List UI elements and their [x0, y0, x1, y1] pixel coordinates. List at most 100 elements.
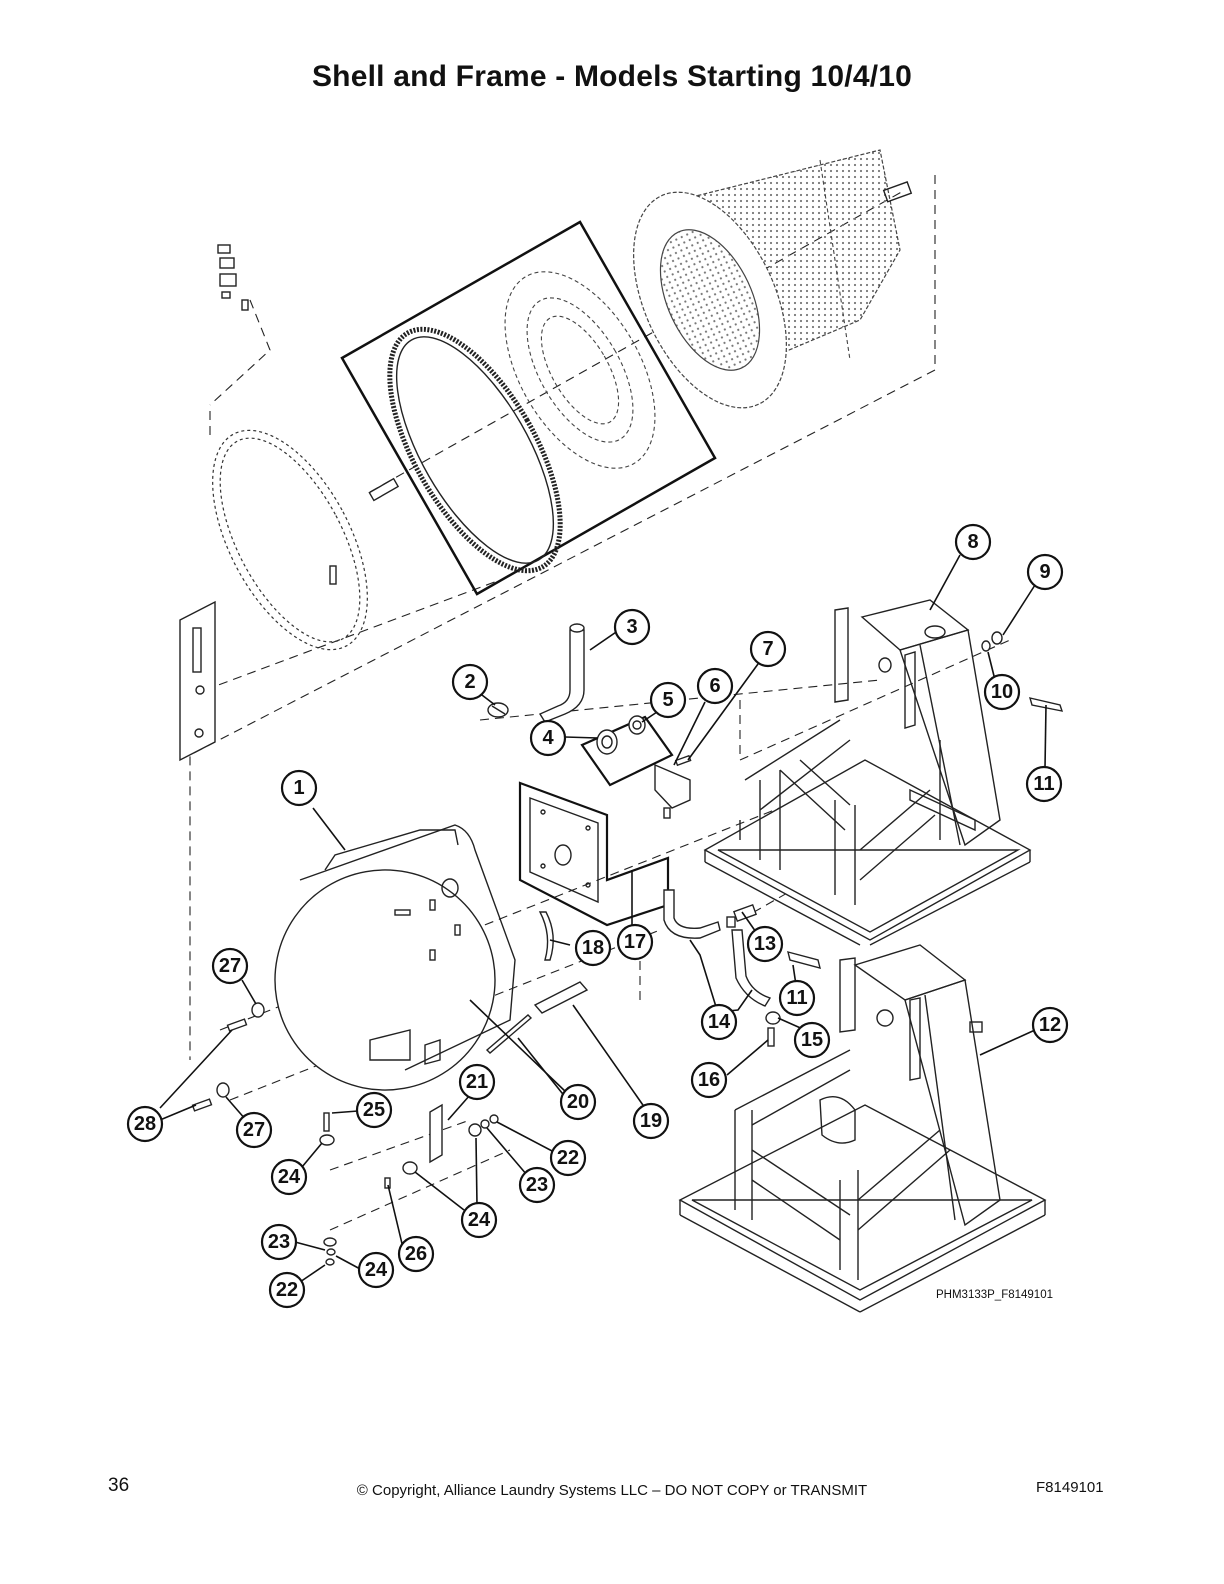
- part-3-hose: [538, 623, 585, 723]
- callout-1: 1: [280, 769, 318, 807]
- callout-27-lower: 27: [235, 1111, 273, 1149]
- callout-18: 18: [574, 929, 612, 967]
- callout-14: 14: [700, 1003, 738, 1041]
- part-14-hose-2: [731, 929, 772, 1007]
- svg-text:22: 22: [557, 1147, 579, 1169]
- callout-10: 10: [983, 673, 1021, 711]
- callout-22-right: 22: [549, 1139, 587, 1177]
- part-12-lower-frame: [678, 944, 1047, 1313]
- svg-text:11: 11: [786, 987, 807, 1009]
- assembly-axis-lines: [189, 175, 1011, 1231]
- svg-text:16: 16: [698, 1069, 720, 1091]
- callout-7: 7: [749, 630, 787, 668]
- document-code: F8149101: [1036, 1479, 1104, 1496]
- callout-26: 26: [397, 1235, 435, 1273]
- door-hinge-hardware: [217, 244, 249, 311]
- callout-8: 8: [954, 523, 992, 561]
- svg-text:7: 7: [762, 638, 773, 660]
- part-18-strip: [538, 911, 554, 961]
- part-17-bracket: [518, 781, 670, 927]
- callout-12: 12: [1031, 1006, 1069, 1044]
- part-16-screw: [767, 1027, 775, 1047]
- part-9-nut: [991, 631, 1003, 645]
- svg-text:27: 27: [243, 1119, 265, 1141]
- copyright-notice: © Copyright, Alliance Laundry Systems LL…: [356, 1482, 868, 1499]
- svg-text:19: 19: [640, 1110, 662, 1132]
- svg-text:6: 6: [709, 675, 720, 697]
- part-11-strip-lower: [787, 951, 821, 969]
- svg-text:2: 2: [464, 671, 475, 693]
- callout-19: 19: [632, 1102, 670, 1140]
- svg-text:14: 14: [708, 1011, 731, 1033]
- part-1-shell: [274, 824, 516, 1091]
- page-number: 36: [108, 1475, 130, 1496]
- callout-16: 16: [690, 1061, 728, 1099]
- svg-text:24: 24: [468, 1209, 491, 1231]
- svg-text:4: 4: [542, 727, 554, 749]
- callout-11-upper: 11: [1025, 765, 1063, 803]
- svg-text:12: 12: [1039, 1014, 1061, 1036]
- part-14-hose: [663, 889, 721, 939]
- part-13-fitting: [726, 903, 758, 928]
- svg-text:10: 10: [991, 681, 1013, 703]
- callout-21: 21: [458, 1063, 496, 1101]
- callout-4: 4: [529, 719, 567, 757]
- part-4-5-group: [580, 715, 674, 787]
- callout-25: 25: [355, 1091, 393, 1129]
- svg-text:24: 24: [365, 1259, 388, 1281]
- callout-23-right: 23: [518, 1166, 556, 1204]
- wash-cylinder: [633, 149, 913, 409]
- part-10-washer: [981, 640, 991, 652]
- door-assembly-box: [340, 220, 717, 596]
- callout-28: 28: [126, 1105, 164, 1143]
- callout-24-a: 24: [270, 1158, 308, 1196]
- svg-text:22: 22: [276, 1279, 298, 1301]
- svg-text:23: 23: [526, 1174, 548, 1196]
- svg-text:8: 8: [967, 531, 978, 553]
- svg-text:26: 26: [405, 1243, 427, 1265]
- callout-20: 20: [559, 1083, 597, 1121]
- svg-text:25: 25: [363, 1099, 385, 1121]
- svg-text:11: 11: [1033, 773, 1054, 795]
- callout-17: 17: [616, 923, 654, 961]
- svg-text:13: 13: [754, 933, 776, 955]
- callout-24-c: 24: [357, 1251, 395, 1289]
- callout-3: 3: [613, 608, 651, 646]
- svg-text:28: 28: [134, 1113, 156, 1135]
- callout-22-left: 22: [268, 1271, 306, 1309]
- callout-5: 5: [649, 681, 687, 719]
- svg-text:9: 9: [1039, 561, 1050, 583]
- svg-text:24: 24: [278, 1166, 301, 1188]
- callout-27-upper: 27: [211, 947, 249, 985]
- svg-text:1: 1: [293, 777, 304, 799]
- part-8-upper-frame: [703, 599, 1032, 946]
- svg-text:23: 23: [268, 1231, 290, 1253]
- svg-text:27: 27: [219, 955, 241, 977]
- part-19-label: [533, 981, 589, 1014]
- callout-23-left: 23: [260, 1223, 298, 1261]
- svg-text:5: 5: [662, 689, 673, 711]
- part-15-clamp: [765, 1011, 781, 1025]
- svg-text:15: 15: [801, 1029, 823, 1051]
- svg-text:3: 3: [626, 616, 637, 638]
- svg-text:21: 21: [466, 1071, 488, 1093]
- hinge-plate: [179, 600, 216, 762]
- callout-13: 13: [746, 925, 784, 963]
- svg-text:20: 20: [567, 1091, 589, 1113]
- part-2-fitting: [487, 702, 509, 718]
- part-20-rod: [485, 1014, 533, 1054]
- part-6-bracket: [654, 754, 692, 819]
- svg-text:18: 18: [582, 937, 604, 959]
- page-title: Shell and Frame - Models Starting 10/4/1…: [311, 60, 913, 93]
- figure-drawing-code: PHM3133P_F8149101: [936, 1289, 1053, 1301]
- part-11-strip-upper: [1028, 697, 1064, 712]
- door-gasket-ring: [212, 429, 368, 651]
- svg-text:17: 17: [624, 931, 646, 953]
- callout-2: 2: [451, 663, 489, 701]
- callout-9: 9: [1026, 553, 1064, 591]
- callout-6: 6: [696, 667, 734, 705]
- callout-11-lower: 11: [778, 979, 816, 1017]
- mounting-hardware: [191, 1002, 499, 1266]
- callout-24-b: 24: [460, 1201, 498, 1239]
